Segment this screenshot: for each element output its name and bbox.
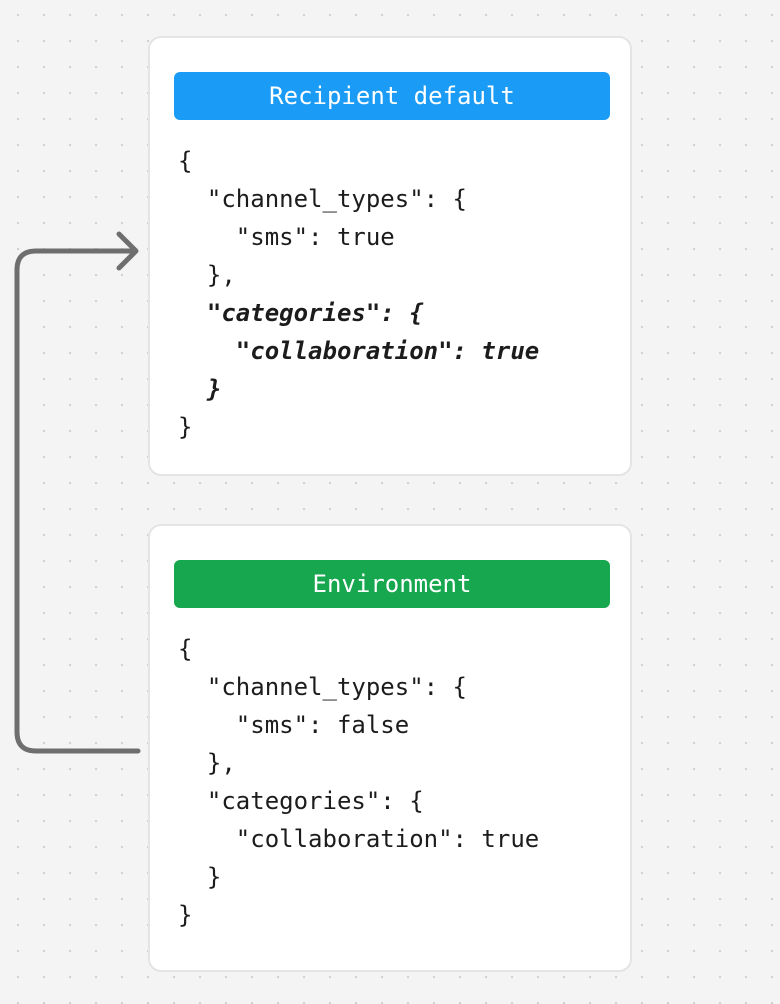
code-line: "categories": { (178, 787, 424, 815)
code-line: }, (178, 261, 236, 289)
code-line: "categories": { (178, 299, 424, 327)
code-line: } (178, 901, 193, 929)
code-line: "sms": false (178, 711, 410, 739)
card-header-recipient-default: Recipient default (174, 72, 610, 120)
code-line: "collaboration": true (178, 825, 540, 853)
code-line: { (178, 147, 193, 175)
card-environment[interactable]: Environment { "channel_types": { "sms": … (148, 524, 632, 972)
card-header-environment: Environment (174, 560, 610, 608)
code-line: "collaboration": true (178, 337, 540, 365)
json-code-block-environment: { "channel_types": { "sms": false }, "ca… (178, 630, 539, 934)
json-code-block-recipient-default: { "channel_types": { "sms": true }, "cat… (178, 142, 539, 446)
code-line: } (178, 413, 193, 441)
card-title-label: Recipient default (269, 82, 515, 110)
code-line: }, (178, 749, 236, 777)
code-line: "sms": true (178, 223, 395, 251)
code-line: "channel_types": { (178, 673, 467, 701)
code-line: { (178, 635, 193, 663)
card-title-label: Environment (312, 570, 472, 598)
card-recipient-default[interactable]: Recipient default { "channel_types": { "… (148, 36, 632, 476)
code-line: } (178, 863, 222, 891)
code-line: } (178, 375, 222, 403)
code-line: "channel_types": { (178, 185, 467, 213)
